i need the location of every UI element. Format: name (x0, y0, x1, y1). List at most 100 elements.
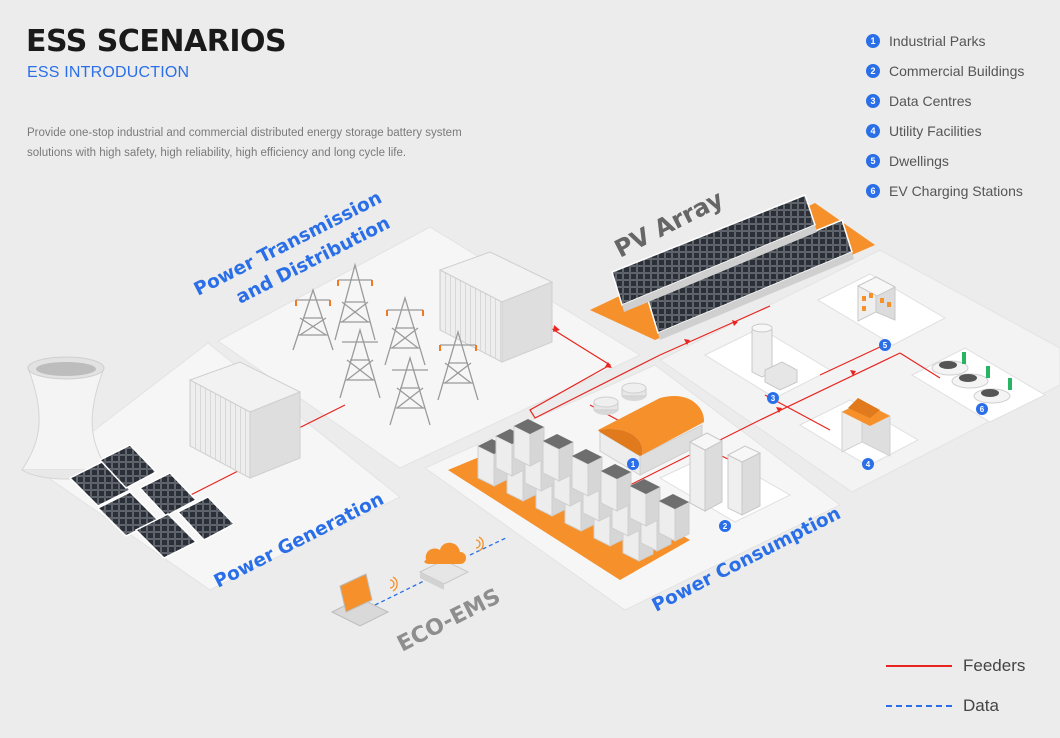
transmission-towers (292, 262, 479, 426)
pylon-icon (339, 327, 381, 399)
cloud-server-icon (418, 542, 470, 590)
page-description: Provide one-stop industrial and commerci… (27, 127, 462, 159)
battery-cabinet-icon (542, 434, 574, 482)
solar-panel-frame (658, 252, 854, 340)
data-lines (374, 536, 509, 606)
svg-text:4: 4 (866, 460, 871, 469)
arrow-icon (850, 370, 856, 376)
scenario-markers: 1 2 3 4 5 6 (627, 339, 988, 532)
page-subtitle: ESS INTRODUCTION (27, 64, 190, 81)
pylon-icon (292, 287, 334, 351)
car-icon (951, 373, 989, 389)
label-ems: ECO-EMS (393, 584, 504, 657)
industrial-park-building (593, 382, 705, 476)
solar-panel-icon (134, 513, 198, 559)
page-title: ESS SCENARIOS (26, 24, 287, 59)
data-line (469, 536, 509, 556)
solar-panel-frame (622, 225, 817, 312)
feeder-line (899, 352, 941, 379)
number-badge-icon: 3 (866, 94, 880, 108)
ess-cabinet-transmission (438, 251, 554, 363)
insulator-accents (295, 280, 477, 351)
scenario-item-5: 5 Dwellings (866, 146, 1024, 176)
feeder-line (294, 404, 346, 431)
pylon-icon (389, 355, 431, 426)
battery-storage-farm (477, 419, 690, 562)
data-line (374, 577, 431, 606)
scenario-item-4: 4 Utility Facilities (866, 116, 1024, 146)
arrow-icon (553, 325, 560, 332)
line-type-legend: Feeders Data (886, 646, 1025, 726)
solar-panel-icon (176, 496, 236, 541)
data-centre-building (751, 323, 798, 391)
arrow-icon (605, 362, 612, 368)
marker-5: 5 (879, 339, 891, 351)
battery-cabinet-icon (571, 449, 603, 497)
solar-panel-icon (98, 444, 158, 489)
arrow-icon (732, 320, 738, 326)
dwelling-building (856, 276, 897, 322)
marker-2: 2 (719, 520, 731, 532)
scenario-item-6: 6 EV Charging Stations (866, 176, 1024, 206)
feeder-line-swatch (886, 665, 952, 667)
car-icon (931, 360, 969, 376)
scenario-item-2: 2 Commercial Buildings (866, 56, 1024, 86)
svg-text:2: 2 (723, 522, 728, 531)
commercial-building (688, 432, 762, 516)
feeder-line (524, 311, 661, 419)
scenario-label: Utility Facilities (889, 123, 982, 139)
marker-1: 1 (627, 458, 639, 470)
marker-4: 4 (862, 458, 874, 470)
battery-cabinet-icon (658, 494, 690, 542)
feeder-line (659, 305, 771, 356)
platform-transmission (217, 226, 642, 469)
pylon-icon (334, 262, 376, 341)
solar-panel-icon (68, 461, 132, 507)
ev-charging-station (931, 352, 1012, 404)
number-badge-icon: 4 (866, 124, 880, 138)
legend-feeders: Feeders (886, 646, 1025, 686)
charger-icon (986, 366, 990, 378)
laptop-icon (330, 573, 390, 627)
feeders-label: Feeders (963, 656, 1026, 675)
feeder-line (759, 352, 901, 421)
svg-text:5: 5 (883, 341, 888, 350)
feeder-line (819, 346, 881, 376)
svg-text:3: 3 (771, 394, 776, 403)
number-badge-icon: 1 (866, 34, 880, 48)
generation-solar-panels (68, 444, 236, 559)
marker-6: 6 (976, 403, 988, 415)
scenario-label: Data Centres (889, 93, 972, 109)
wifi-signal-icon (389, 536, 484, 592)
car-icon (973, 388, 1011, 404)
scenario-item-3: 3 Data Centres (866, 86, 1024, 116)
legend-data: Data (886, 686, 1025, 726)
battery-cabinet-icon (629, 479, 661, 527)
battery-cabinet-icon (513, 419, 545, 467)
utility-facility-building (841, 398, 891, 457)
number-badge-icon: 6 (866, 184, 880, 198)
scenario-label: EV Charging Stations (889, 183, 1023, 199)
arrow-icon (776, 407, 782, 413)
scenario-item-1: 1 Industrial Parks (866, 26, 1024, 56)
scenario-label: Industrial Parks (889, 33, 986, 49)
charger-icon (962, 352, 966, 364)
svg-text:1: 1 (631, 460, 636, 469)
number-badge-icon: 5 (866, 154, 880, 168)
scenario-label: Commercial Buildings (889, 63, 1025, 79)
pv-array-rows (611, 194, 854, 340)
arrow-icon (684, 339, 690, 345)
scenario-label: Dwellings (889, 153, 949, 169)
data-label: Data (963, 696, 999, 715)
solar-panel-icon (138, 472, 198, 517)
charger-icon (1008, 378, 1012, 390)
svg-text:6: 6 (980, 405, 985, 414)
pylon-icon (437, 329, 479, 401)
marker-3: 3 (767, 392, 779, 404)
number-badge-icon: 2 (866, 64, 880, 78)
pylon-icon (384, 295, 426, 366)
ess-cabinet-generation (188, 361, 302, 479)
cooling-tower-icon (21, 356, 109, 480)
